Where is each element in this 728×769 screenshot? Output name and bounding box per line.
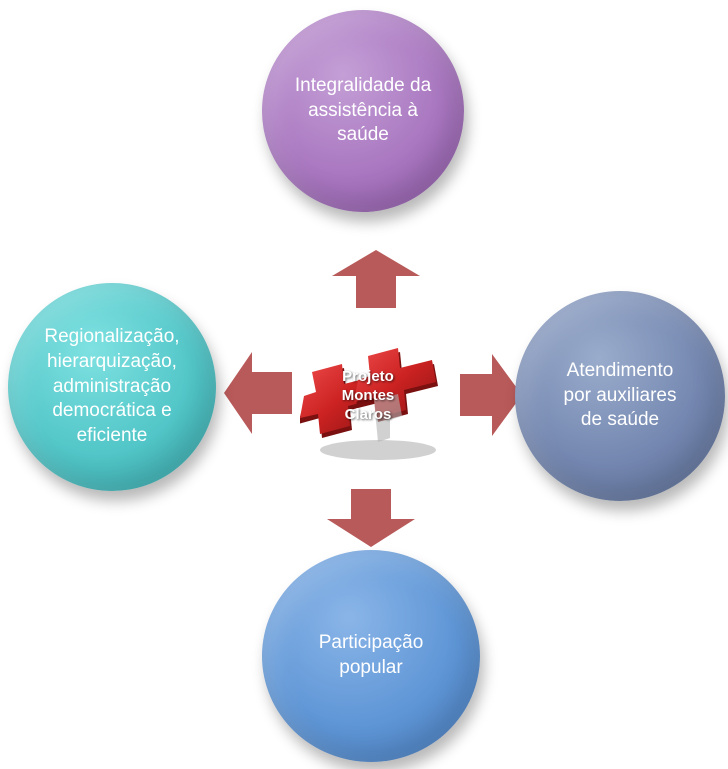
node-top-label: Integralidade da assistência à saúde xyxy=(294,74,432,146)
node-bottom-label: Participação popular xyxy=(318,632,424,678)
arrow-up xyxy=(332,250,420,308)
red-cross-icon xyxy=(300,348,438,460)
node-bottom-circle: Participação popular xyxy=(262,550,480,762)
node-top-circle: Integralidade da assistência à saúde xyxy=(262,10,464,212)
arrow-down xyxy=(327,489,415,547)
node-right-circle: Atendimento por auxiliares de saúde xyxy=(515,291,725,501)
arrow-left xyxy=(224,352,292,434)
arrow-right xyxy=(460,354,522,436)
node-left-circle: Regionalização, hierarquização, administ… xyxy=(8,283,216,491)
node-right-label: Atendimento por auxiliares de saúde xyxy=(563,359,677,431)
node-left-label: Regionalização, hierarquização, administ… xyxy=(44,326,180,447)
center-label: Projeto Montes Claros xyxy=(341,368,395,423)
